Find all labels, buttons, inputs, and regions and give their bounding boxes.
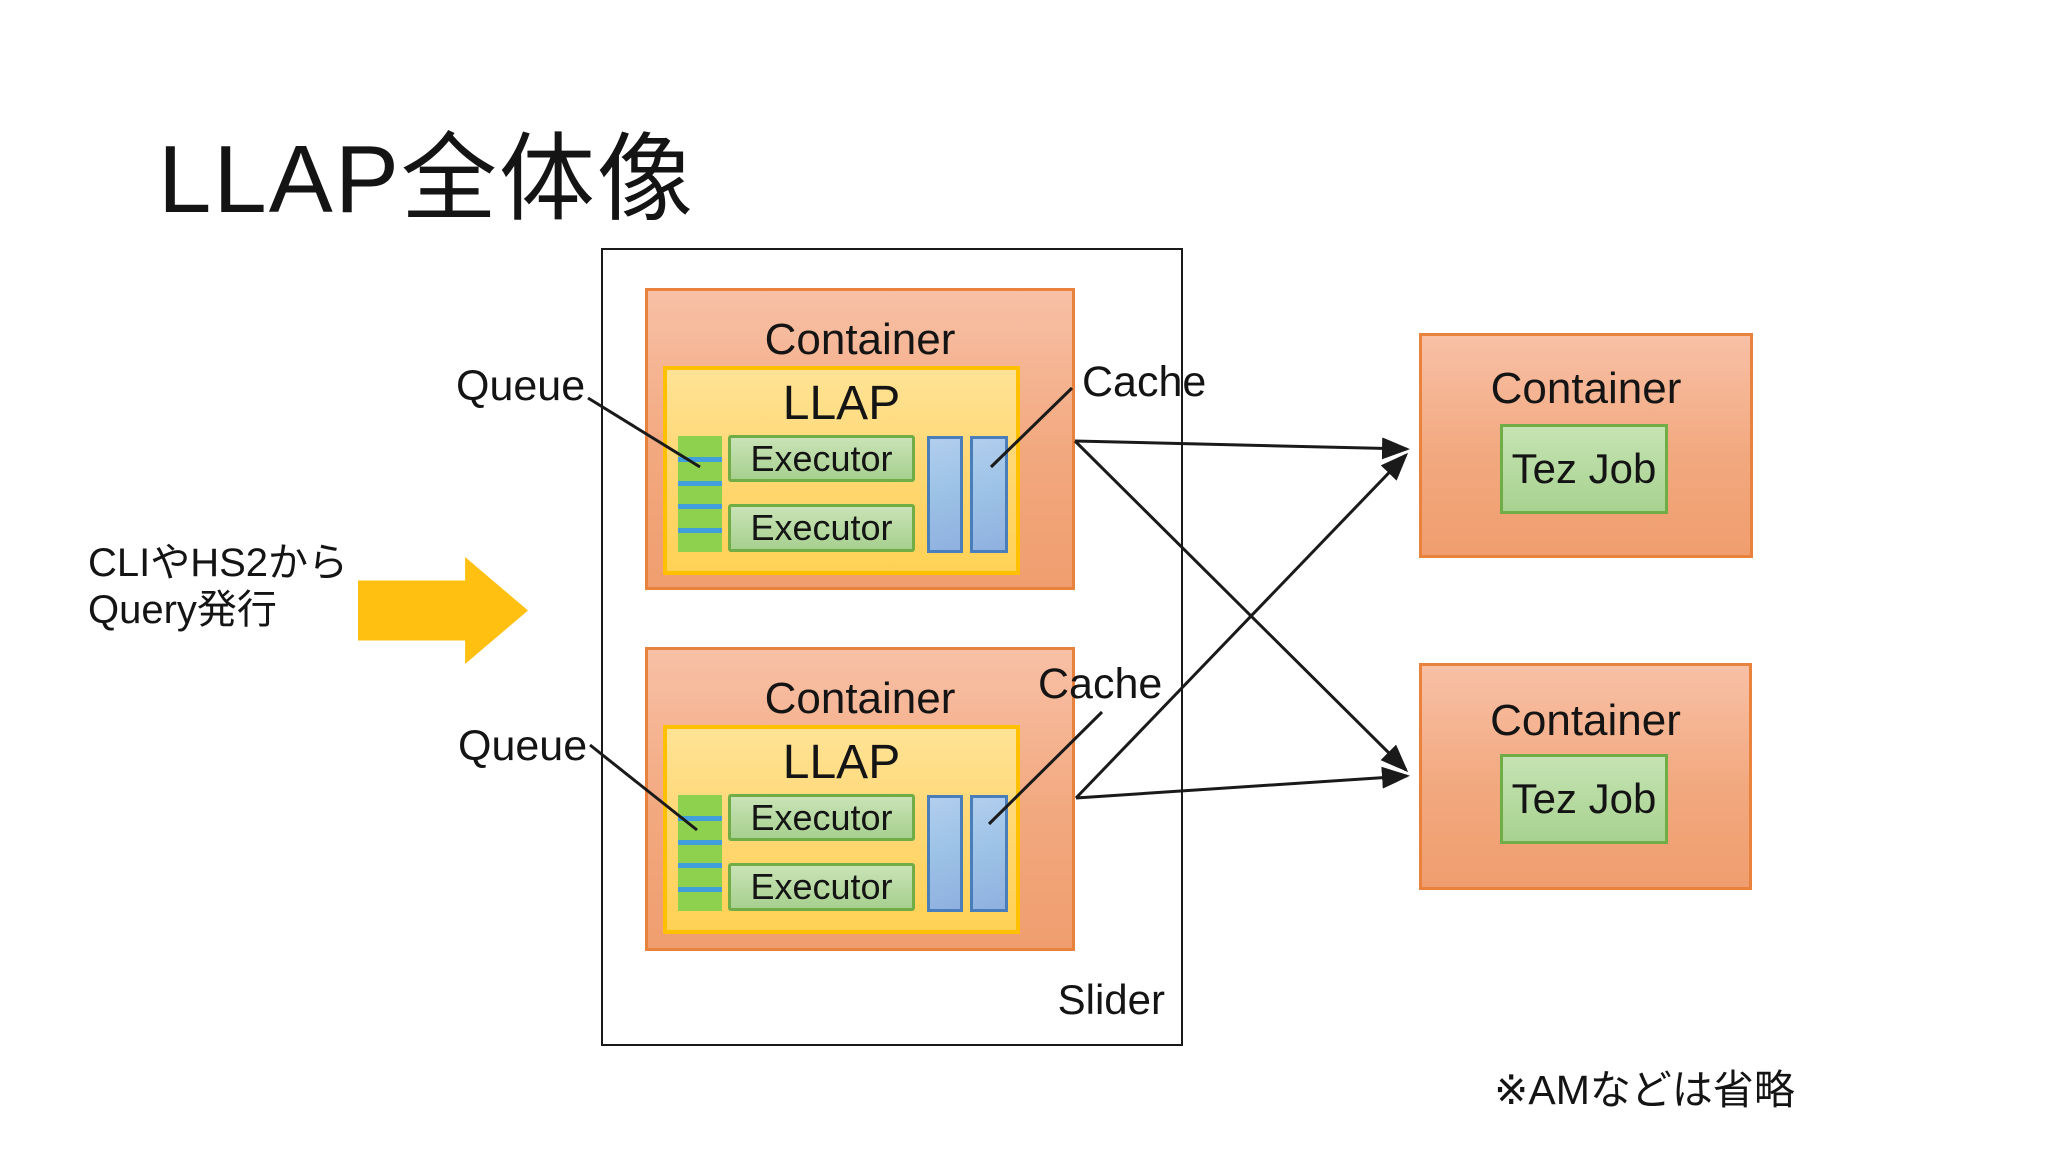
llap-label: LLAP [782, 736, 901, 789]
queue-divider [678, 840, 722, 845]
llap-box-2: LLAP Executor Executor [663, 725, 1020, 934]
cache-annotation-2: Cache [1038, 660, 1163, 708]
tez-container-1: Container Tez Job [1419, 333, 1753, 558]
queue-annotation-2: Queue [458, 722, 588, 770]
llap-container-2: Container LLAP Executor Executor [645, 647, 1075, 951]
queue-divider [678, 481, 722, 486]
queue-divider [678, 528, 722, 533]
page-title: LLAP全体像 [158, 126, 695, 233]
executor-box: Executor [728, 504, 915, 552]
executor-box: Executor [728, 794, 915, 841]
llap-box-1: LLAP Executor Executor [663, 366, 1020, 575]
container-label: Container [764, 315, 956, 364]
queue-divider [678, 887, 722, 892]
executor-box: Executor [728, 435, 915, 482]
cache-bar [927, 436, 963, 553]
tez-container-2: Container Tez Job [1419, 663, 1752, 890]
query-source-line1: CLIやHS2から [88, 541, 349, 585]
cache-bar [970, 436, 1008, 553]
container-label: Container [1490, 364, 1682, 413]
query-arrow-icon [358, 557, 528, 664]
queue-bar [678, 795, 722, 911]
query-source-line2: Query発行 [88, 588, 277, 632]
query-source-note: CLIやHS2から Query発行 [88, 540, 348, 634]
queue-divider [678, 457, 722, 462]
llap-label: LLAP [782, 377, 901, 430]
queue-bar [678, 436, 722, 552]
container-label: Container [1490, 696, 1681, 745]
container-label: Container [764, 674, 956, 723]
tez-job-box: Tez Job [1500, 754, 1668, 844]
executor-box: Executor [728, 863, 915, 911]
tez-job-box: Tez Job [1500, 424, 1668, 514]
footnote: ※AMなどは省略 [1494, 1067, 1795, 1113]
queue-divider [678, 816, 722, 821]
queue-annotation-1: Queue [456, 362, 586, 410]
cache-annotation-1: Cache [1082, 358, 1207, 406]
queue-divider [678, 863, 722, 868]
slider-label: Slider [1057, 976, 1165, 1023]
cache-bar [970, 795, 1008, 912]
llap-container-1: Container LLAP Executor Executor [645, 288, 1075, 590]
cache-bar [927, 795, 963, 912]
queue-divider [678, 504, 722, 509]
